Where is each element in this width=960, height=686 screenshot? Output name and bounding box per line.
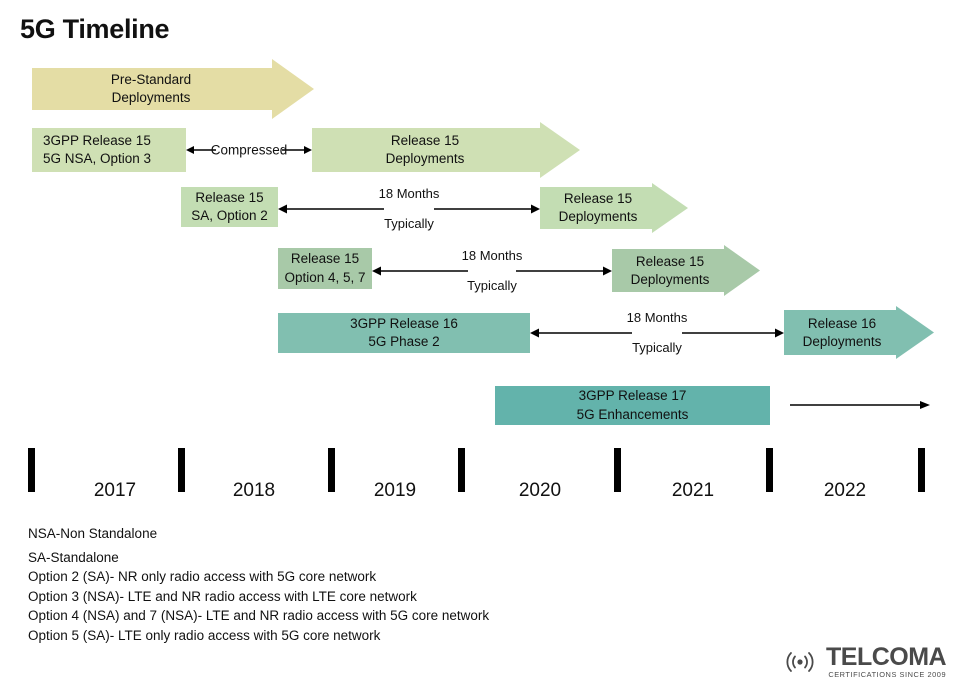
- block-r15opt-line-1: Release 15: [290, 251, 360, 267]
- axis-tick-1: [178, 448, 185, 492]
- connector-compressed-label: Compressed: [210, 142, 288, 158]
- 18-months-double-arrow-icon-2: [372, 266, 612, 276]
- release-17-arrow-icon: [790, 401, 930, 409]
- block-r15opt-line-2: Option 4, 5, 7: [284, 269, 366, 285]
- 18-months-double-arrow-icon-3: [530, 328, 784, 338]
- logo-tagline: CERTIFICATIONS SINCE 2009: [828, 670, 947, 680]
- release-15-deployments-arrow-1: Release 15 Deployments: [312, 122, 580, 178]
- legend-block: NSA-Non Standalone SA-Standalone Option …: [28, 524, 489, 645]
- axis-year-2019: 2019: [373, 480, 417, 501]
- connector-compressed: Compressed: [186, 128, 312, 172]
- block-3gpp-release-17: 3GPP Release 17 5G Enhancements: [495, 386, 770, 425]
- legend-line-4: Option 4 (NSA) and 7 (NSA)- LTE and NR r…: [28, 608, 490, 624]
- compressed-double-arrow-icon: [186, 146, 312, 154]
- release-15-deployments-arrow-3: Release 15 Deployments: [612, 245, 760, 296]
- axis-year-2020: 2020: [518, 480, 562, 501]
- legend-line-3: Option 3 (NSA)- LTE and NR radio access …: [28, 588, 417, 604]
- axis-tick-3: [458, 448, 465, 492]
- axis-tick-0: [28, 448, 35, 492]
- connector-1-bottom-label: Typically: [384, 216, 434, 232]
- block-r15sa-line-2: SA, Option 2: [191, 208, 268, 223]
- block-r16-line-1: 3GPP Release 16: [350, 315, 458, 331]
- block-r15nsa-line-1: 3GPP Release 15: [43, 132, 151, 148]
- axis-year-2017: 2017: [93, 480, 137, 501]
- block-3gpp-release-16: 3GPP Release 16 5G Phase 2: [278, 313, 530, 353]
- release-15-deployments-arrow-3-shape: [612, 245, 760, 296]
- block-3gpp-release-15-nsa: 3GPP Release 15 5G NSA, Option 3: [32, 128, 186, 172]
- connector-18-months-2: 18 Months Typically: [372, 248, 612, 294]
- release-15-deployments-arrow-2: Release 15 Deployments: [540, 183, 688, 233]
- block-r15nsa-line-2: 5G NSA, Option 3: [43, 151, 152, 166]
- 18-months-double-arrow-icon-1: [278, 204, 540, 214]
- axis-tick-6: [918, 448, 925, 492]
- block-r17-line-2: 5G Enhancements: [576, 406, 689, 422]
- block-r17-line-1: 3GPP Release 17: [578, 388, 687, 404]
- block-release-15-sa-option-2: Release 15 SA, Option 2: [181, 187, 278, 227]
- page-title: 5G Timeline: [20, 14, 170, 44]
- release-16-deployments-arrow-shape: [784, 306, 934, 359]
- release-17-forward-arrow: [790, 396, 930, 414]
- axis-year-2018: 2018: [232, 480, 276, 501]
- legend-line-1: SA-Standalone: [28, 549, 119, 565]
- legend-line-0: NSA-Non Standalone: [28, 526, 158, 541]
- timeline-axis: 2017 2018 2019 2020 2021 2022: [0, 448, 960, 518]
- pre-standard-arrow-shape: [32, 59, 314, 119]
- block-r15sa-line-1: Release 15: [195, 189, 264, 205]
- release-16-deployments-arrow: Release 16 Deployments: [784, 306, 934, 359]
- axis-year-2022: 2022: [823, 480, 867, 501]
- release-15-deployments-arrow-1-shape: [312, 122, 580, 178]
- pre-standard-deployments-arrow: Pre-Standard Deployments: [32, 59, 314, 119]
- logo-wordmark: TELCOMA CERTIFICATIONS SINCE 2009: [826, 643, 947, 680]
- connector-3-bottom-label: Typically: [632, 340, 682, 356]
- axis-tick-2: [328, 448, 335, 492]
- logo-name: TELCOMA: [826, 643, 947, 672]
- block-r16-line-2: 5G Phase 2: [368, 334, 440, 349]
- release-15-deployments-arrow-2-shape: [540, 183, 688, 233]
- block-release-15-option-4-5-7: Release 15 Option 4, 5, 7: [278, 248, 372, 289]
- connector-18-months-1: 18 Months Typically: [278, 186, 540, 232]
- connector-1-top-label: 18 Months: [378, 186, 440, 201]
- legend-line-5: Option 5 (SA)- LTE only radio access wit…: [28, 627, 381, 643]
- axis-year-2021: 2021: [671, 480, 715, 501]
- connector-3-top-label: 18 Months: [626, 310, 688, 325]
- connector-2-top-label: 18 Months: [461, 248, 523, 263]
- wireless-signal-icon: [786, 652, 814, 672]
- connector-18-months-3: 18 Months Typically: [530, 310, 784, 356]
- legend-line-2: Option 2 (SA)- NR only radio access with…: [28, 569, 377, 585]
- axis-tick-5: [766, 448, 773, 492]
- telcoma-logo: TELCOMA CERTIFICATIONS SINCE 2009: [778, 643, 950, 681]
- axis-tick-4: [614, 448, 621, 492]
- connector-2-bottom-label: Typically: [467, 278, 517, 294]
